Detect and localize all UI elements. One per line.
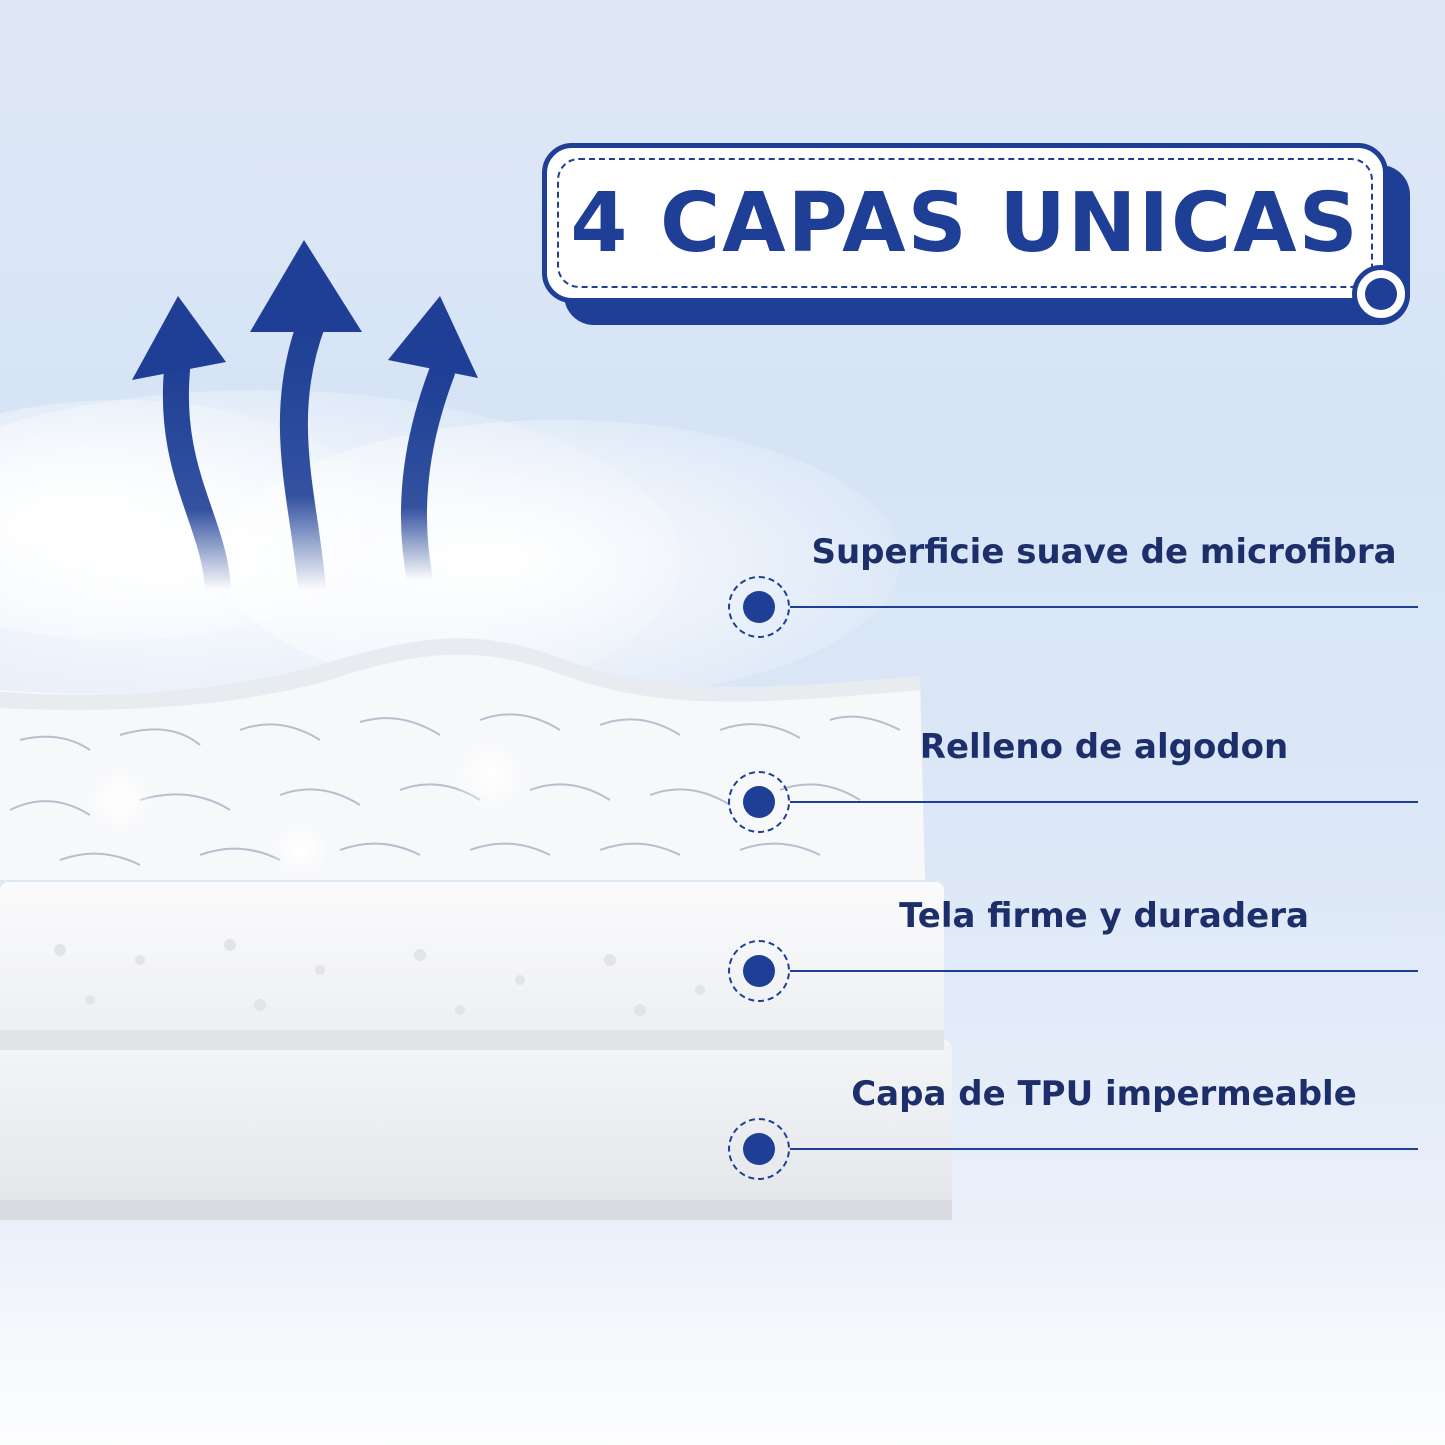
airflow-arrow-icon (388, 296, 478, 593)
callout-microfiber: Superficie suave de microfibra (728, 532, 1418, 646)
badge-dot-icon (1352, 265, 1410, 323)
layer-microfiber (0, 638, 920, 710)
layer-tpu (0, 1040, 952, 1220)
page-title: 4 CAPAS UNICAS (570, 175, 1360, 271)
layer-fabric (0, 882, 944, 1050)
layer-marker-icon (728, 1118, 790, 1180)
title-badge-frame (542, 143, 1388, 303)
callout-line (790, 970, 1418, 972)
airflow-arrow-icon (250, 240, 362, 604)
callout-label: Tela firme y duradera (899, 896, 1309, 936)
title-badge-stitching (557, 158, 1373, 288)
layer-cotton (0, 641, 925, 880)
callout-line (790, 606, 1418, 608)
title-badge: 4 CAPAS UNICAS (542, 143, 1418, 333)
layer-marker-icon (728, 940, 790, 1002)
callout-fabric: Tela firme y duradera (728, 896, 1418, 1010)
callout-label: Relleno de algodon (919, 727, 1289, 767)
callout-line (790, 801, 1418, 803)
callout-cotton: Relleno de algodon (728, 727, 1418, 841)
callout-tpu: Capa de TPU impermeable (728, 1074, 1418, 1188)
airflow-arrow-icon (132, 296, 231, 603)
callout-label: Capa de TPU impermeable (851, 1074, 1357, 1114)
layer-marker-icon (728, 576, 790, 638)
callout-line (790, 1148, 1418, 1150)
layer-marker-icon (728, 771, 790, 833)
callout-label: Superficie suave de microfibra (811, 532, 1397, 572)
